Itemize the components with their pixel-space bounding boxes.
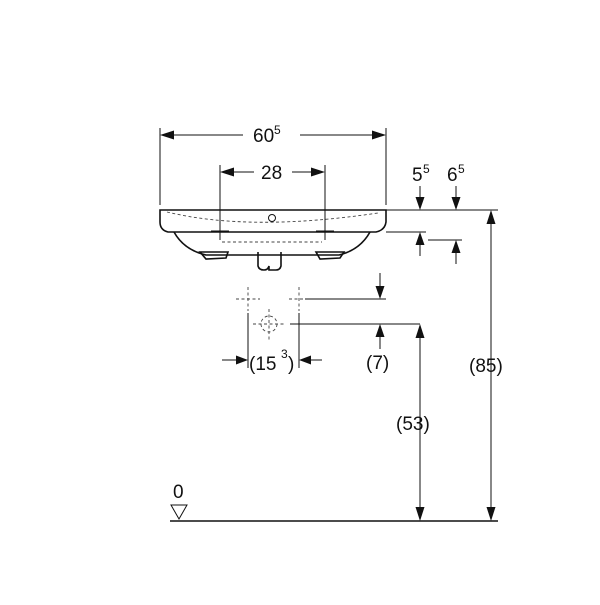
drain-gap-label: (7): [366, 353, 389, 374]
washbasin: [159, 209, 387, 271]
height-dimensions: (53) (85): [396, 210, 503, 521]
drain-offset-sup: 3: [281, 347, 288, 361]
total-height-label: (85): [469, 356, 503, 377]
floor-level-icon: [170, 504, 188, 521]
width-dimension: 60 5: [159, 123, 387, 205]
width-label-sup: 5: [274, 123, 281, 137]
drain-gap-dimension: (7): [366, 273, 389, 374]
rim-back-label-sup: 5: [458, 162, 465, 176]
drain-height-label: (53): [396, 414, 430, 435]
tap-spacing-dimension: 28: [219, 163, 326, 222]
width-label: 60: [253, 126, 274, 147]
rim-back-label: 6: [447, 165, 458, 186]
tap-spacing-label: 28: [261, 163, 282, 184]
floor-reference: 0: [170, 482, 498, 522]
overflow-hole-icon: [268, 214, 276, 222]
rim-front-label-sup: 5: [423, 162, 430, 176]
drain-offset-close: ): [288, 354, 294, 375]
drain-marker-icon: [260, 315, 278, 333]
connection-markers: [236, 287, 420, 340]
floor-label: 0: [173, 482, 184, 503]
rim-thickness-dimensions: 5 5 6 5: [386, 162, 498, 264]
drain-offset-dimension: (15 3 ): [222, 313, 322, 375]
rim-front-label: 5: [412, 165, 423, 186]
drain-offset-open: (15: [249, 354, 276, 375]
